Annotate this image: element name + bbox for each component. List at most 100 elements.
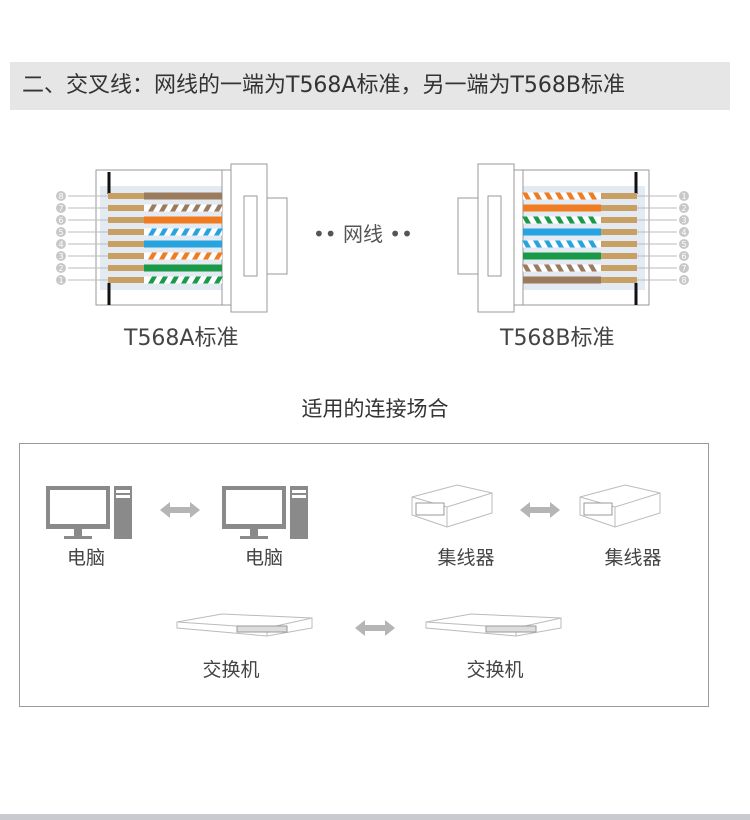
pin-number-badge [56,227,66,237]
wire-stripe [214,252,223,260]
wire: 7 [522,263,689,273]
device-label: 交换机 [202,659,260,681]
gold-contact [108,253,144,259]
pin-number: 8 [58,192,63,201]
wire-stripe [181,228,190,236]
wire-insulation [523,276,601,284]
wire-stripe [203,252,212,260]
pin-number: 5 [681,240,686,249]
cable-label-row: •• 网线 •• [313,218,413,247]
wire-insulation [523,252,601,260]
wire: 1 [56,275,223,285]
wire-stripe [203,204,212,212]
wire-stripe [544,264,553,272]
device-label: 集线器 [604,547,662,569]
wire-stripe [577,216,586,224]
wire-stripe [577,240,586,248]
gold-contact [108,265,144,271]
pin-number: 7 [58,204,63,213]
wire-stripe [181,204,190,212]
wire-stripe [159,276,168,284]
t568b-caption: T568B标准 [500,326,615,351]
pin-number-badge [679,191,689,201]
wire-stripe [148,228,157,236]
usage-box [19,443,709,707]
wire-stripe [566,216,575,224]
t568a-caption: T568A标准 [124,326,239,351]
wire-stripe [533,216,542,224]
pin-number: 4 [681,228,686,237]
wire-stripe [555,192,564,200]
wire-stripe [148,276,157,284]
wire-stripe [522,264,531,272]
wire-stripe [588,192,597,200]
gold-contact [601,265,637,271]
gold-contact [108,229,144,235]
pin-number: 3 [58,252,63,261]
wire-stripe [214,228,223,236]
wire-stripe [148,252,157,260]
wire-stripe [192,276,201,284]
cable-label: 网线 [342,222,383,246]
usage-title: 适用的连接场合 [301,397,449,421]
pin-number: 2 [681,204,686,213]
wire-stripe [159,204,168,212]
pin-number-badge [679,251,689,261]
wire-stripe [192,204,201,212]
wire: 2 [523,203,689,213]
pin-number: 1 [58,276,63,285]
gold-contact [601,241,637,247]
wire: 4 [56,239,222,249]
wire-stripe [566,192,575,200]
pin-number-badge [679,275,689,285]
wire: 1 [522,191,689,201]
wire-stripe [181,252,190,260]
wire: 6 [56,215,222,225]
wire-stripe [148,204,157,212]
gold-contact [108,217,144,223]
pin-number-badge [56,203,66,213]
wire-stripe [181,276,190,284]
device-label: 电脑 [244,547,283,569]
wire-stripe [214,276,223,284]
gold-contact [108,205,144,211]
footer-bar [0,814,750,820]
wire-stripe [555,240,564,248]
wire-stripe [533,240,542,248]
wire-stripe [170,228,179,236]
wire: 6 [523,251,689,261]
wire: 8 [56,191,222,201]
wire-insulation [523,228,601,236]
wire-insulation [144,264,222,272]
wire: 5 [56,227,223,237]
gold-contact [601,229,637,235]
pin-number: 5 [58,228,63,237]
wire-stripe [544,192,553,200]
device-label: 交换机 [466,659,524,681]
device-label: 集线器 [437,547,495,569]
gold-contact [601,253,637,259]
pin-number-badge [56,239,66,249]
wire-stripe [533,192,542,200]
wire-stripe [159,228,168,236]
wire-insulation [144,240,222,248]
wire: 3 [522,215,689,225]
wire-insulation [523,204,601,212]
wire-stripe [203,276,212,284]
pin-number: 6 [58,216,63,225]
wire: 3 [56,251,223,261]
pin-number: 4 [58,240,63,249]
gold-contact [601,217,637,223]
wire-stripe [522,192,531,200]
pin-number-badge [679,203,689,213]
wire-stripe [588,264,597,272]
wire-stripe [214,204,223,212]
wire-stripe [159,252,168,260]
pin-number: 1 [681,192,686,201]
gold-contact [108,193,144,199]
wire-stripe [555,264,564,272]
gold-contact [108,241,144,247]
